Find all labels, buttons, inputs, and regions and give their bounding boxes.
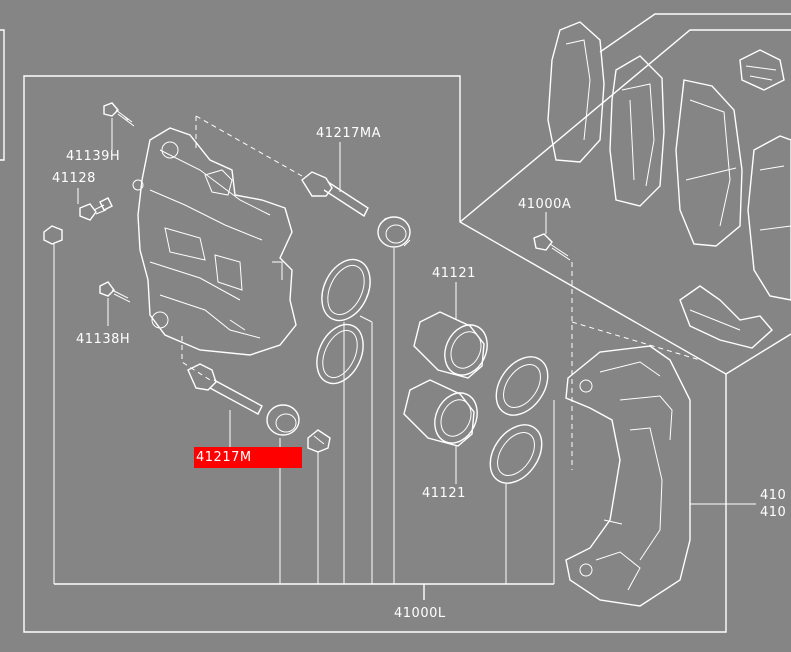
label-41128[interactable]: 41128: [52, 171, 96, 186]
caliper-body: [132, 127, 297, 356]
label-41217MA[interactable]: 41217MA: [316, 126, 381, 141]
boot-upper: [377, 216, 411, 248]
piston-lower: [403, 379, 478, 447]
label-41000L[interactable]: 41000L: [394, 606, 446, 621]
dash-guide-bottom: [181, 336, 211, 381]
pad-clips: [679, 49, 785, 349]
label-right-1[interactable]: 410: [760, 488, 786, 503]
label-41217M[interactable]: 41217M: [196, 450, 252, 465]
brake-pad-inner: [747, 135, 791, 301]
label-right-2[interactable]: 410: [760, 505, 786, 520]
seal-piston-1: [495, 356, 549, 416]
brake-pad-outer: [675, 79, 743, 247]
piston-upper: [413, 311, 488, 379]
bottom-bracket: [54, 583, 554, 600]
label-41139H[interactable]: 41139H: [66, 149, 120, 164]
seal-large-1: [321, 258, 371, 322]
label-41121-bottom[interactable]: 41121: [422, 486, 466, 501]
label-41138H[interactable]: 41138H: [76, 332, 130, 347]
bolt-41000A: [533, 233, 571, 261]
highlight-box-41217M: [194, 447, 302, 468]
seal-large-2: [316, 323, 364, 385]
leader-seals: [343, 315, 373, 584]
pad-kit-frame: [459, 13, 791, 375]
caliper-bracket: [565, 345, 691, 607]
bushing: [307, 429, 331, 453]
assembly-frame: [23, 75, 727, 633]
bleeder-41128: [79, 197, 113, 221]
guide-pin-41217M: [187, 363, 263, 415]
leader-seal-piston: [505, 400, 555, 584]
guide-pin-41217MA: [301, 171, 369, 218]
dash-guide-top: [195, 115, 303, 177]
boot-lower: [266, 404, 300, 436]
bolt-41139H: [103, 102, 135, 127]
shim-inner: [609, 55, 665, 207]
cap-41128: [43, 225, 63, 245]
seal-piston-2: [489, 424, 543, 484]
left-edge-bracket: [0, 29, 5, 161]
label-41000A[interactable]: 41000A: [518, 197, 571, 212]
shim-outer: [547, 21, 605, 163]
label-41121-top[interactable]: 41121: [432, 266, 476, 281]
dash-guide-right: [571, 262, 701, 470]
bolt-41138H: [99, 281, 131, 303]
